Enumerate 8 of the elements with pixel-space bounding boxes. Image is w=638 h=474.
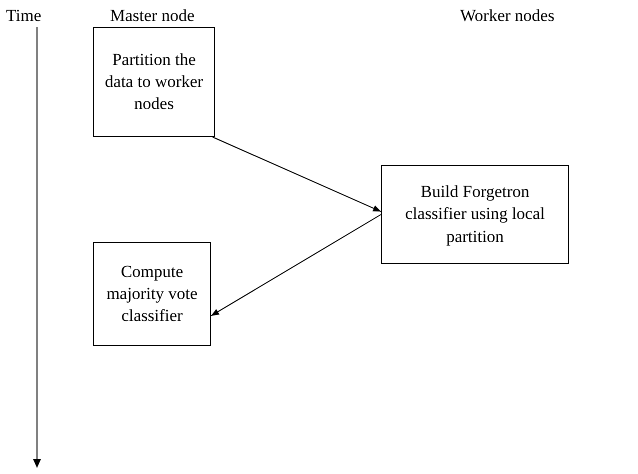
process-box: Compute majority vote classifier [93,242,211,346]
process-box: Build Forgetron classifier using local partition [381,165,569,264]
process-box: Partition the data to worker nodes [93,27,215,137]
axis-label: Time [6,6,42,26]
column-heading: Master node [110,6,195,26]
arrow [212,136,382,212]
column-heading: Worker nodes [460,6,554,26]
arrow [210,214,382,316]
